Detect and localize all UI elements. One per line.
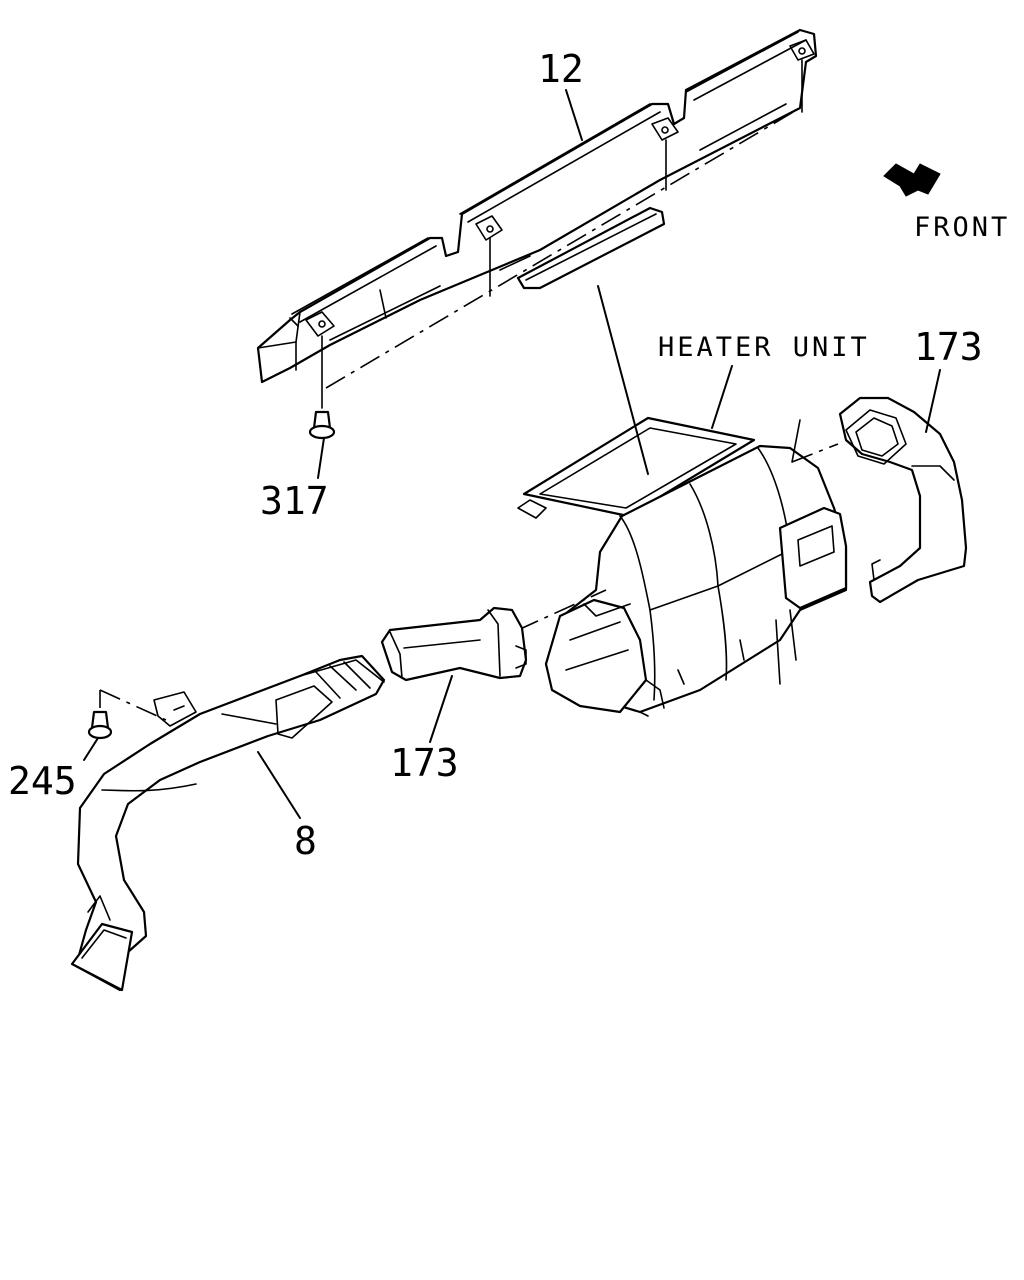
clip-245 [87, 689, 167, 740]
left-duct-8 [70, 654, 386, 992]
callout-8: 8 [294, 819, 317, 863]
heater-unit [517, 416, 848, 717]
callout-173-right: 173 [914, 325, 983, 369]
callout-173-middle: 173 [390, 741, 459, 785]
callout-317: 317 [260, 479, 329, 523]
arrow-icon [883, 163, 941, 197]
front-label: FRONT [914, 212, 1010, 243]
callout-245: 245 [8, 759, 77, 803]
right-duct-173 [838, 396, 968, 604]
screw-317 [308, 410, 336, 440]
callout-12: 12 [538, 47, 584, 91]
heater-unit-label: HEATER UNIT [658, 332, 870, 363]
leader-lines [83, 89, 941, 819]
defroster-duct [256, 28, 818, 409]
middle-duct-173 [380, 606, 528, 682]
